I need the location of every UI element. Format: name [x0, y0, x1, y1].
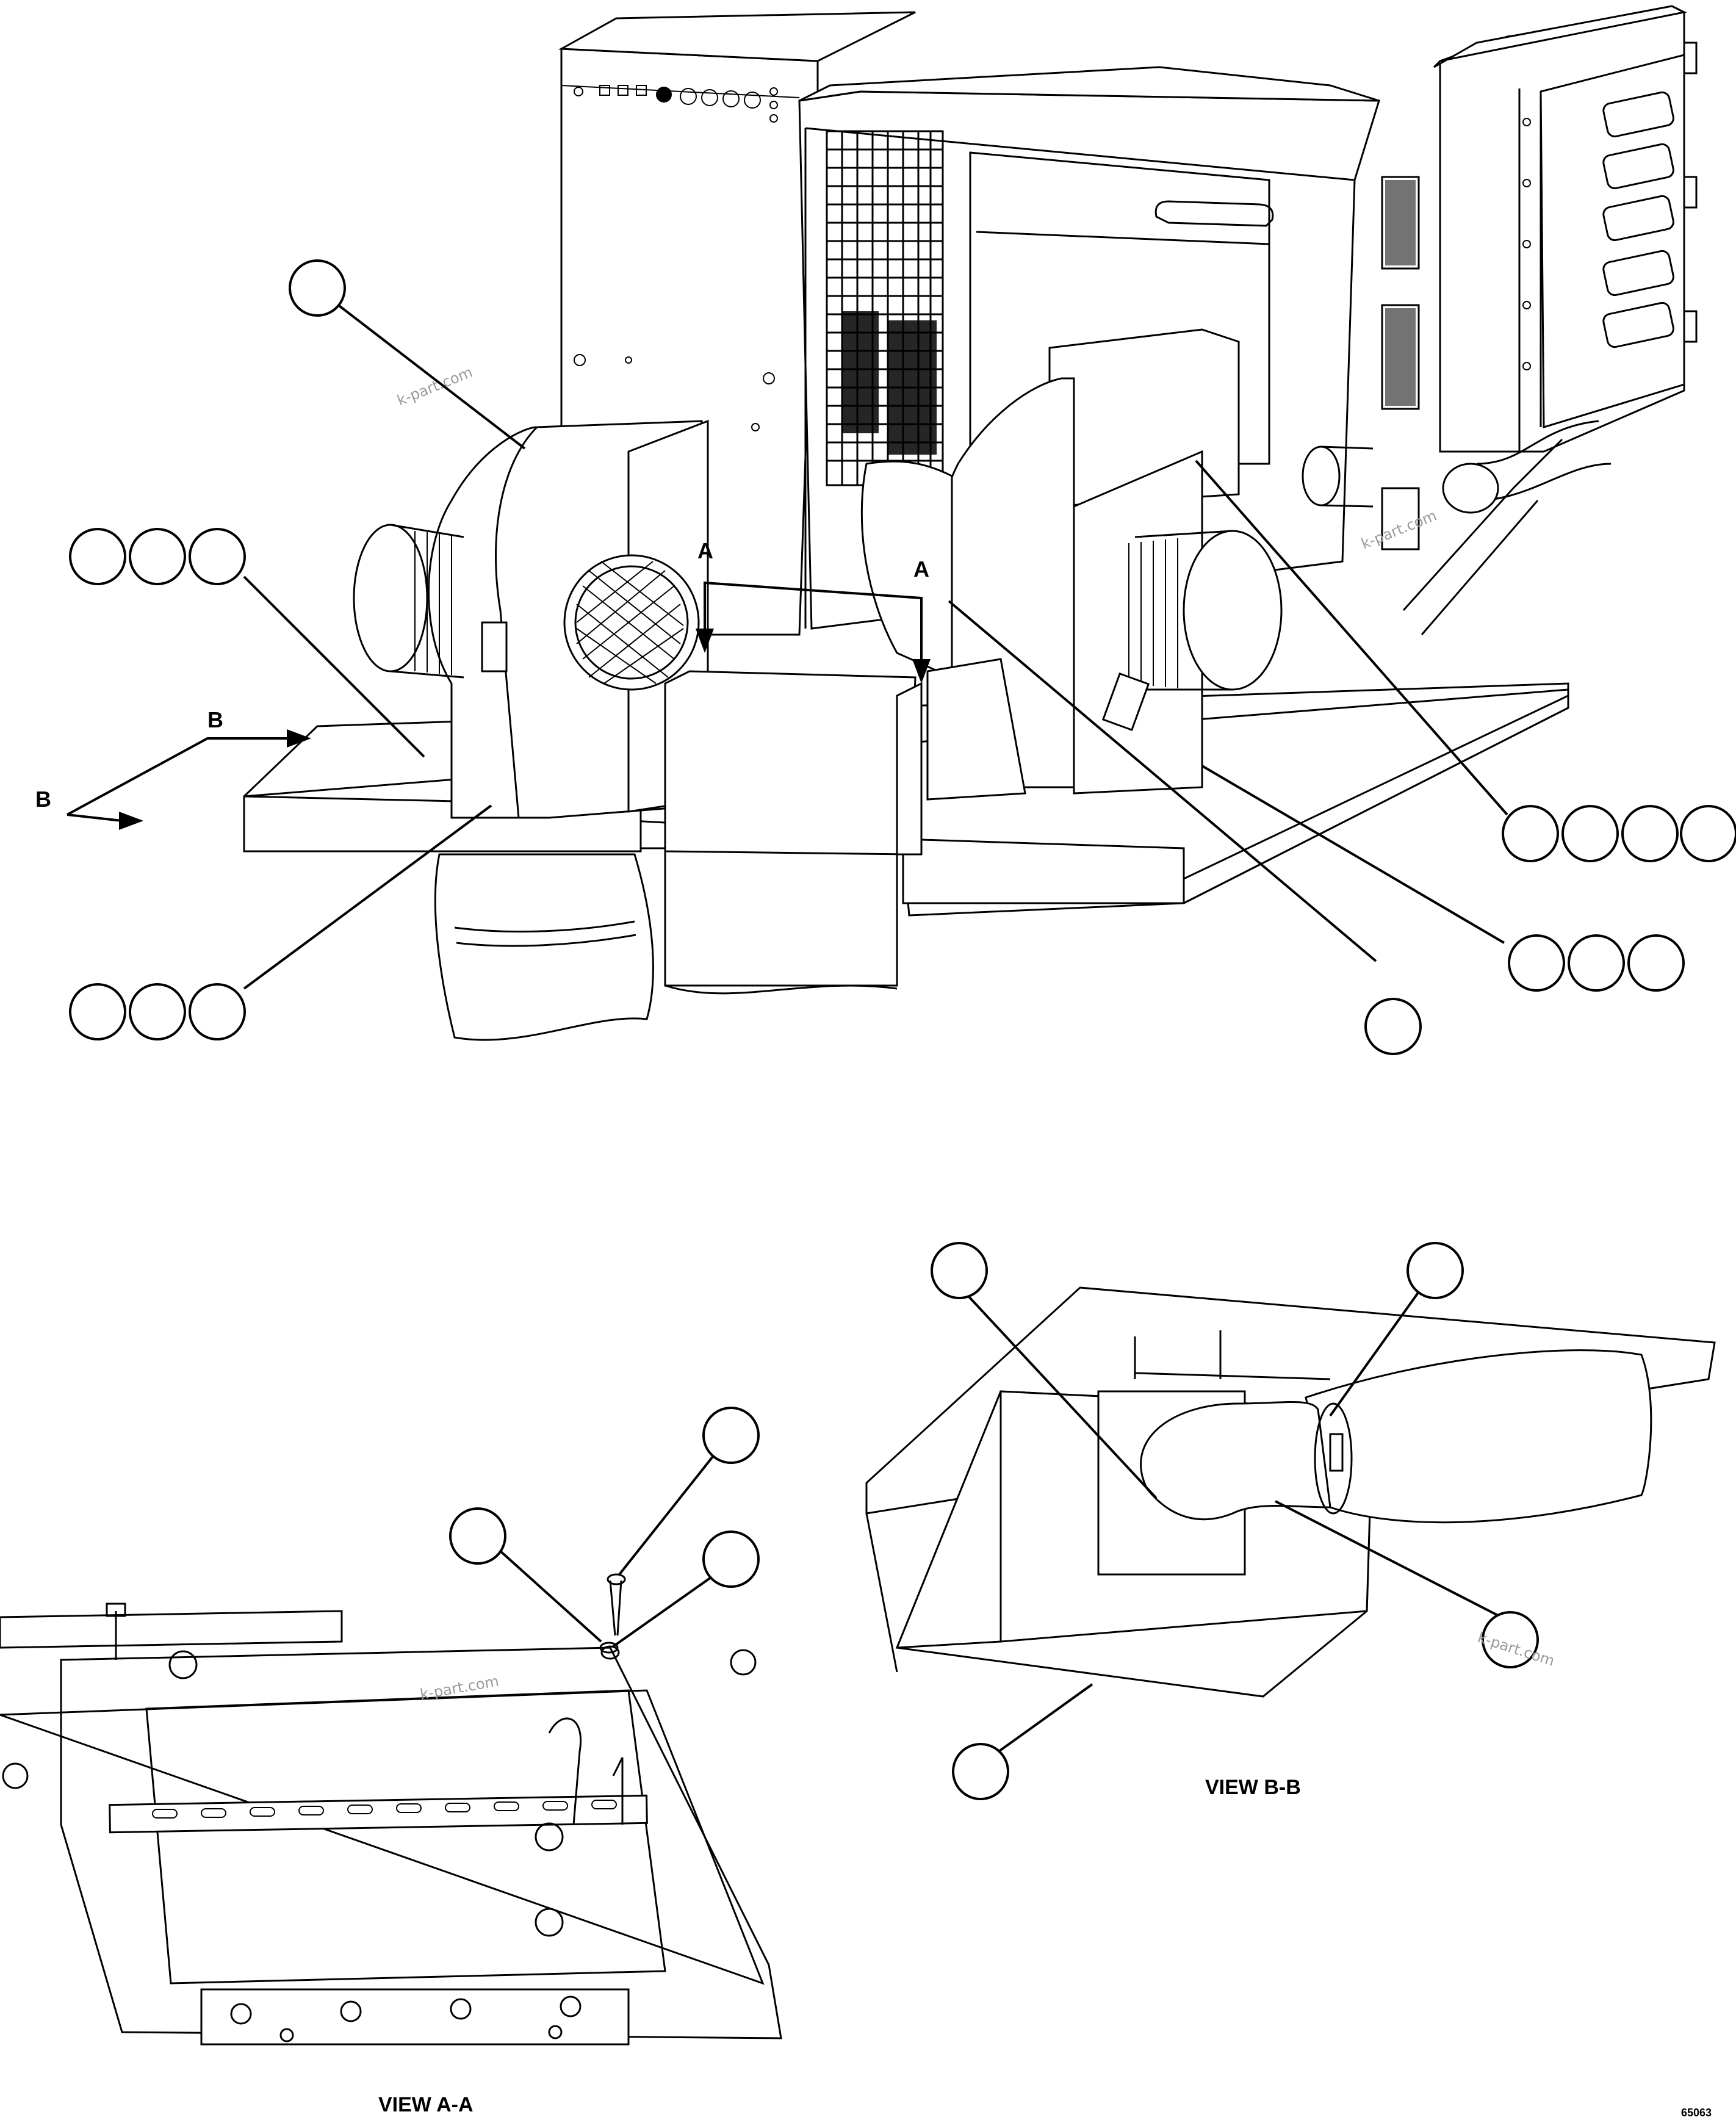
section-a-label-left: A: [697, 538, 713, 563]
callout-bubble: [129, 983, 186, 1040]
callout-bubble: [449, 1507, 506, 1565]
right-motor-fins: [1128, 538, 1178, 688]
intake-duct: [434, 850, 898, 1041]
center-housing: [664, 658, 1026, 856]
callout-bubble: [289, 259, 346, 317]
main-assembly-view: A A B B: [35, 5, 1736, 1055]
drawing-number: 65063: [1681, 2107, 1712, 2119]
electrical-box: [1433, 5, 1698, 453]
callout-bubble: [1502, 805, 1559, 862]
motor-fins: [414, 531, 452, 675]
callout-bubble: [952, 1743, 1009, 1800]
view-b-title: VIEW B-B: [1205, 1776, 1301, 1799]
section-a-label-right: A: [913, 557, 929, 582]
callout-bubble: [69, 983, 126, 1040]
door-louvers: [1602, 91, 1674, 348]
callout-bubble: [1621, 805, 1679, 862]
callout-bubble: [69, 528, 126, 585]
callout-bubble: [1364, 998, 1422, 1055]
section-a-marker: A A: [696, 538, 931, 683]
section-b-label-upper: B: [207, 707, 223, 732]
callout-bubble: [189, 528, 246, 585]
callout-bubble: [1482, 1611, 1539, 1668]
callout-bubble: [1561, 805, 1619, 862]
indicator-lights: [574, 85, 778, 123]
callout-bubble: [1680, 805, 1736, 862]
callout-bubble: [1508, 934, 1565, 992]
inlet-screen: [576, 561, 684, 684]
cabinet-grille: [826, 130, 944, 486]
watermark-main-2: k-part.com: [1359, 507, 1439, 553]
view-b-b: k-part.com VIEW B-B: [865, 1242, 1716, 1800]
rail-slots: [152, 1800, 617, 1819]
main-callouts: [69, 259, 1736, 1055]
rear-ducting: [1302, 420, 1612, 635]
callout-bubble: [702, 1407, 760, 1464]
view-a-title: VIEW A-A: [378, 2093, 474, 2116]
callout-bubble: [1627, 934, 1685, 992]
callout-bubble: [931, 1242, 988, 1299]
section-b-marker: B B: [35, 707, 311, 830]
callout-bubble: [189, 983, 246, 1040]
section-b-label-lower: B: [35, 787, 51, 812]
callout-bubble: [1568, 934, 1625, 992]
callout-bubble: [702, 1531, 760, 1588]
view-a-a: k-part.com VIEW A-A: [0, 1407, 782, 2116]
callout-bubble: [1406, 1242, 1464, 1299]
mounting-rail: [109, 1794, 648, 1834]
callout-bubble: [129, 528, 186, 585]
